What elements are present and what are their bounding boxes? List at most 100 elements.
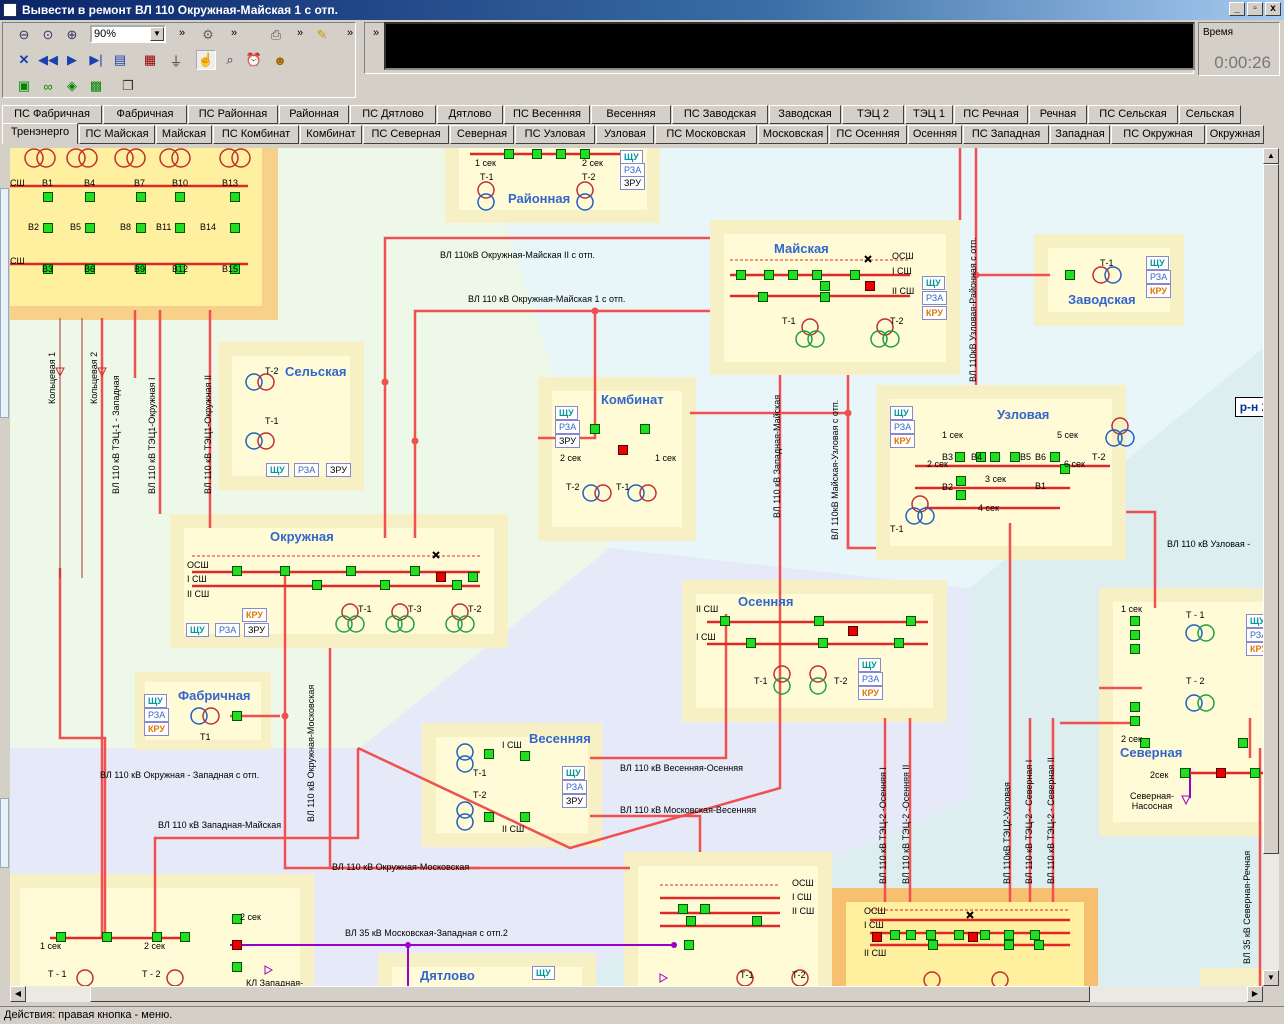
breaker-closed[interactable] [1130,616,1140,626]
breaker-closed[interactable] [955,452,965,462]
tab-row1-15[interactable]: Сельская [1179,105,1241,124]
schema-canvas[interactable]: Районная Майская Заводская Сельская Комб… [10,148,1263,986]
play-icon[interactable]: ▶ [67,52,77,67]
tag-kru[interactable]: КРУ [922,306,947,320]
tab-row1-9[interactable]: Заводская [769,105,841,124]
breaker-closed[interactable] [684,940,694,950]
breaker-closed[interactable] [56,932,66,942]
tag-shu[interactable]: ЩУ [922,276,945,290]
breaker-closed[interactable] [736,270,746,280]
breaker-closed[interactable] [820,292,830,302]
breaker-closed[interactable] [43,192,53,202]
breaker-closed[interactable] [1130,644,1140,654]
tag-shu[interactable]: ЩУ [555,406,578,420]
breaker-closed[interactable] [752,916,762,926]
book-icon[interactable]: ✎ [316,27,328,42]
horizontal-scroll-thumb[interactable] [90,986,1090,1002]
alarm-clock-icon[interactable]: ⏰ [245,52,263,67]
maximize-button[interactable]: ▫ [1247,2,1263,16]
tab-row2-3[interactable]: ПС Комбинат [213,125,299,144]
scroll-left-icon[interactable]: ◀ [10,986,26,1002]
breaker-closed[interactable] [230,264,240,274]
breaker-closed[interactable] [720,616,730,626]
breaker-closed[interactable] [85,223,95,233]
tab-row1-11[interactable]: ТЭЦ 1 [905,105,953,124]
chevron-down-icon[interactable]: ▼ [150,27,164,41]
breaker-closed[interactable] [894,638,904,648]
toolbar-more-icon[interactable]: » [178,27,186,39]
scroll-down-icon[interactable]: ▼ [1263,970,1279,986]
grid-icon[interactable]: ▩ [89,78,103,93]
breaker-closed[interactable] [1034,940,1044,950]
tag-rza[interactable]: РЗА [555,420,581,434]
tag-shu[interactable]: ЩУ [1246,614,1263,628]
breaker-closed[interactable] [484,749,494,759]
breaker-closed[interactable] [928,940,938,950]
breaker-closed[interactable] [1050,452,1060,462]
breaker-open[interactable] [848,626,858,636]
breaker-closed[interactable] [820,281,830,291]
person-icon[interactable]: ☻ [273,52,287,68]
tag-zru[interactable]: ЗРУ [620,176,645,190]
tab-row2-5[interactable]: ПС Северная [363,125,449,144]
breaker-closed[interactable] [152,932,162,942]
breaker-closed[interactable] [280,566,290,576]
breaker-closed[interactable] [954,930,964,940]
tab-row2-7[interactable]: ПС Узловая [515,125,595,144]
breaker-closed[interactable] [230,223,240,233]
tag-kru[interactable]: КРУ [144,722,169,736]
breaker-closed[interactable] [232,962,242,972]
breaker-closed[interactable] [136,264,146,274]
breaker-closed[interactable] [976,452,986,462]
breaker-closed[interactable] [850,270,860,280]
breaker-closed[interactable] [175,192,185,202]
tag-kru[interactable]: КРУ [858,686,883,700]
zoom-in-icon[interactable]: ⊕ [66,27,78,42]
breaker-closed[interactable] [380,580,390,590]
breaker-closed[interactable] [764,270,774,280]
tag-zru[interactable]: ЗРУ [555,434,580,448]
tag-rza[interactable]: РЗА [620,163,646,177]
report-icon[interactable]: ▣ [17,78,31,93]
tab-row1-12[interactable]: ПС Речная [954,105,1028,124]
breaker-closed[interactable] [640,424,650,434]
breaker-closed[interactable] [468,572,478,582]
horizontal-scrollbar[interactable]: ◀ ▶ [10,986,1263,1002]
breaker-closed[interactable] [1004,940,1014,950]
breaker-closed[interactable] [175,223,185,233]
breaker-closed[interactable] [312,580,322,590]
scroll-right-icon[interactable]: ▶ [1247,986,1263,1002]
tab-row2-2[interactable]: Майская [156,125,212,144]
tag-rza[interactable]: РЗА [294,463,320,477]
breaker-closed[interactable] [346,566,356,576]
breaker-closed[interactable] [136,192,146,202]
network-icon[interactable]: ⚙ [202,27,214,42]
tab-row2-8[interactable]: Узловая [596,125,654,144]
tab-row1-3[interactable]: Районная [279,105,349,124]
zoom-select[interactable]: 90%▼ [90,25,166,43]
doc-icon[interactable]: ▤ [113,52,127,67]
breaker-closed[interactable] [1030,930,1040,940]
breaker-closed[interactable] [1130,630,1140,640]
tag-rza[interactable]: РЗА [890,420,916,434]
tag-rza[interactable]: РЗА [1246,628,1263,642]
tab-row1-7[interactable]: Весенняя [591,105,671,124]
breaker-closed[interactable] [504,149,514,159]
toolbar-more-icon[interactable]: » [230,27,238,39]
tag-shu[interactable]: ЩУ [620,150,643,164]
breaker-closed[interactable] [232,566,242,576]
breaker-closed[interactable] [85,264,95,274]
breaker-closed[interactable] [746,638,756,648]
breaker-closed[interactable] [232,914,242,924]
breaker-open[interactable] [232,940,242,950]
breaker-closed[interactable] [956,490,966,500]
breaker-closed[interactable] [556,149,566,159]
tab-row2-1[interactable]: ПС Майская [79,125,155,144]
close-button[interactable]: x [1265,2,1281,16]
tab-row1-8[interactable]: ПС Заводская [672,105,768,124]
print-icon[interactable]: ⎙ [270,27,282,42]
tag-shu[interactable]: ЩУ [1146,256,1169,270]
step-end-icon[interactable]: ▶| [89,52,103,67]
magnifier-icon[interactable]: ⌕ [226,52,234,67]
zoom-out-icon[interactable]: ⊖ [18,27,30,42]
